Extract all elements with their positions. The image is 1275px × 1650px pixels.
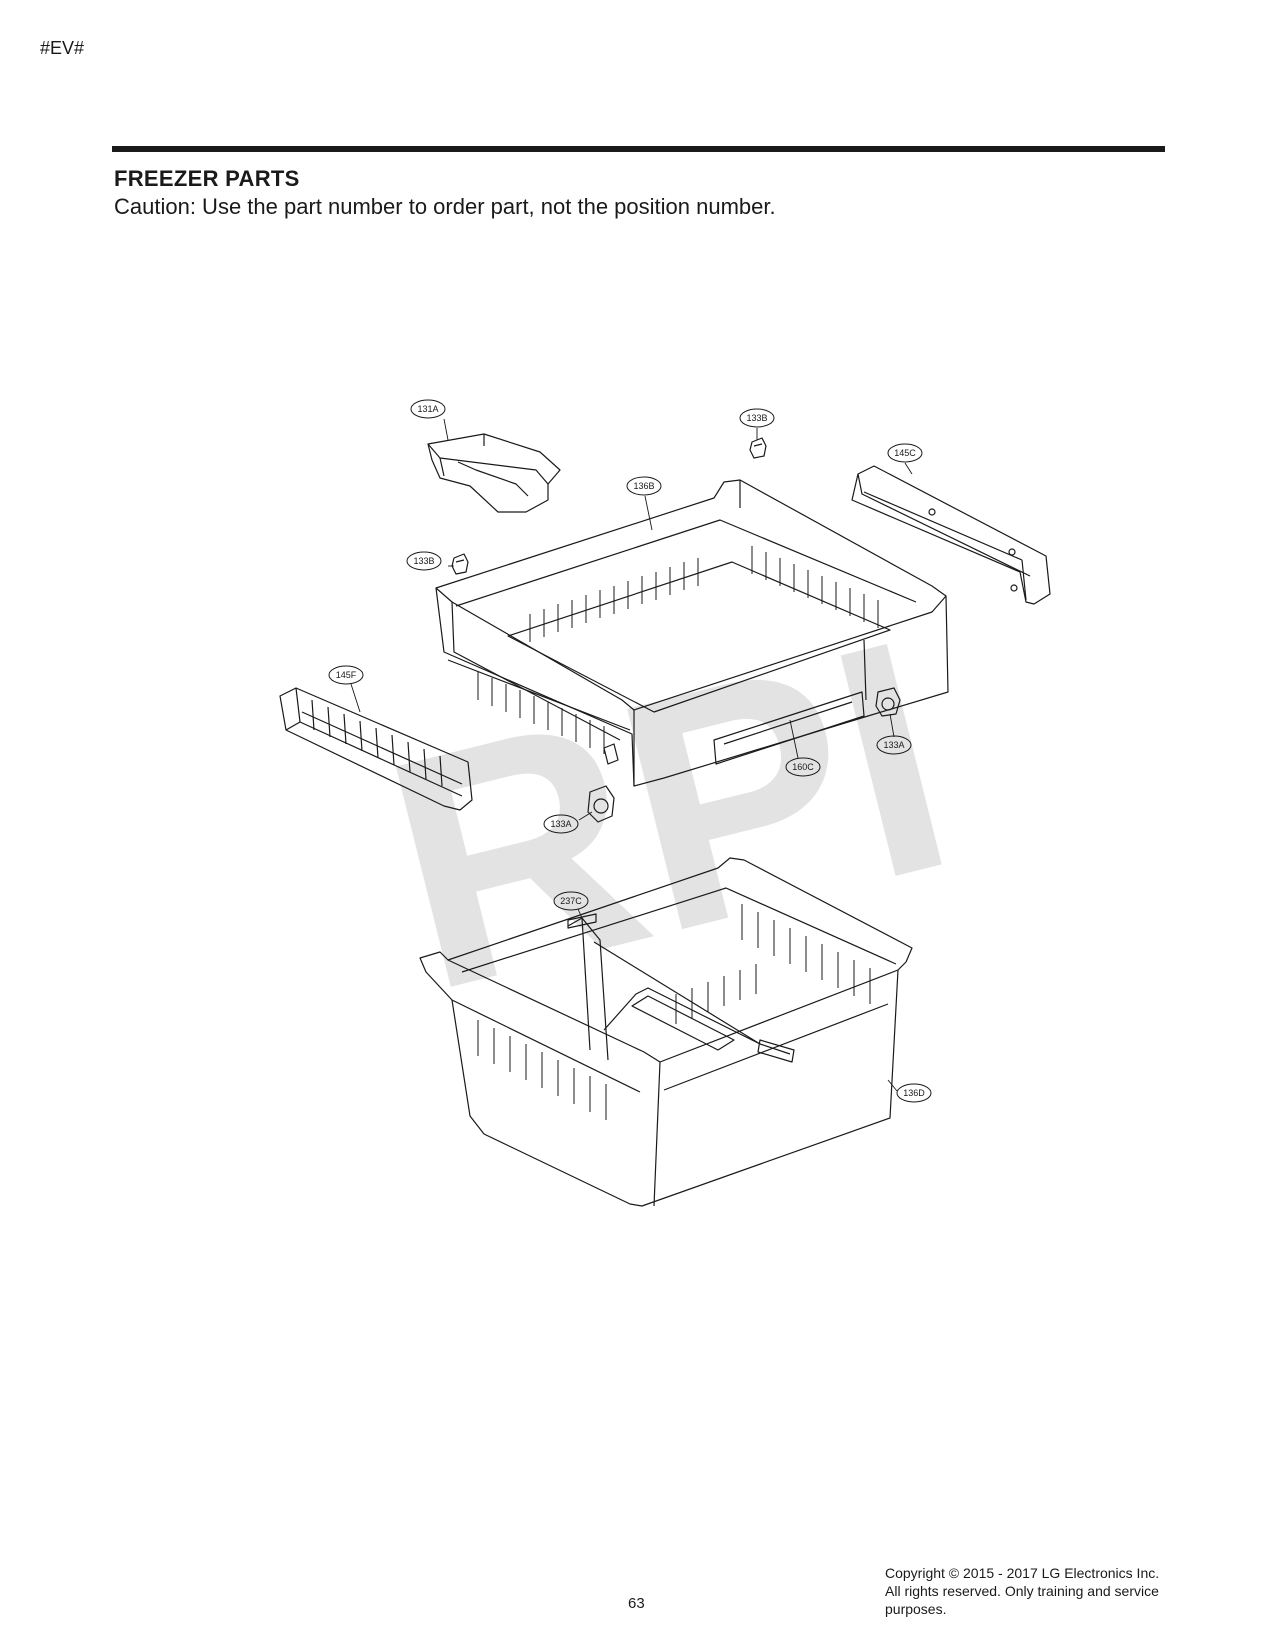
callout-label-160c: 160C (792, 762, 814, 772)
callout-133a-bottom (543, 814, 579, 834)
callout-133b-left (406, 551, 442, 571)
callout-label-133b-top: 133B (746, 413, 767, 423)
callout-133b-top (739, 408, 775, 428)
page-title: FREEZER PARTS (114, 166, 300, 191)
part-136d-lower-basket (419, 857, 913, 1207)
part-136b-vent-slots (477, 546, 879, 754)
part-133b-stopper-top (749, 437, 767, 459)
part-131a-bin (427, 433, 561, 513)
callout-237c (553, 891, 589, 911)
callout-145f (328, 665, 364, 685)
part-133a-roller-bottom (587, 743, 619, 823)
callout-label-131a: 131A (417, 404, 438, 414)
leader-lines (350, 418, 913, 1092)
callout-label-133a-right: 133A (883, 740, 904, 750)
copyright-line-2: All rights reserved. Only training and s… (885, 1583, 1159, 1599)
part-133b-stopper-left (451, 553, 469, 575)
header-rule (112, 146, 1165, 152)
callout-145c (887, 443, 923, 463)
callout-160c (785, 757, 821, 777)
copyright-notice: Copyright © 2015 - 2017 LG Electronics I… (885, 1564, 1225, 1618)
copyright-line-1: Copyright © 2015 - 2017 LG Electronics I… (885, 1565, 1160, 1581)
callout-136d (896, 1083, 932, 1103)
callout-label-145f: 145F (336, 670, 357, 680)
part-145f-frame (279, 687, 473, 811)
caution-note: Caution: Use the part number to order pa… (114, 194, 776, 219)
part-136d-vent-slots (477, 904, 871, 1120)
document-code: #EV# (40, 38, 85, 58)
callout-label-136b: 136B (633, 481, 654, 491)
callout-ovals (328, 399, 932, 1103)
callout-131a (410, 399, 446, 419)
page-number: 63 (628, 1595, 645, 1612)
callout-label-133a-bottom: 133A (550, 819, 571, 829)
part-145c-rail (851, 465, 1051, 605)
copyright-line-3: purposes. (885, 1601, 947, 1617)
callout-133a-right (876, 735, 912, 755)
callout-label-237c: 237C (560, 896, 582, 906)
callout-label-145c: 145C (894, 448, 916, 458)
callout-136b (626, 476, 662, 496)
callout-label-133b-left: 133B (413, 556, 434, 566)
callout-label-136d: 136D (903, 1088, 925, 1098)
part-133a-roller-right (875, 687, 901, 717)
watermark-text: RPI (357, 569, 980, 1060)
part-136b-upper-basket (435, 479, 949, 787)
